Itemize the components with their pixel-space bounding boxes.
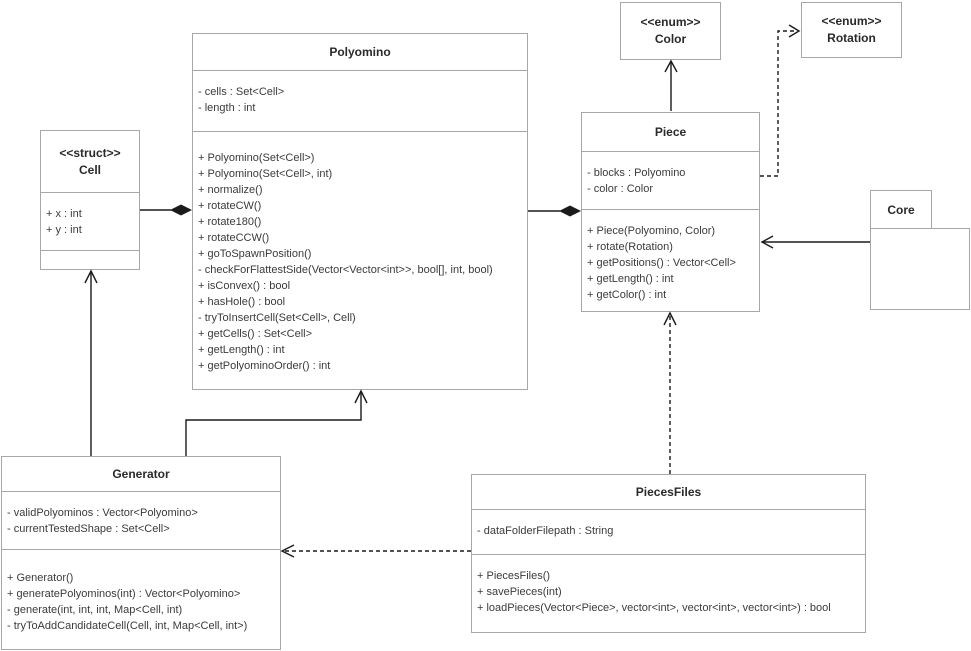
enum-color: <<enum>> Color bbox=[620, 2, 721, 60]
class-cell: <<struct>> Cell + x : int + y : int bbox=[40, 130, 140, 270]
class-title: <<enum>> Rotation bbox=[802, 3, 901, 57]
member-line: + Generator() bbox=[7, 572, 74, 584]
arrowhead-icon bbox=[664, 59, 678, 73]
methods-compartment: + Piece(Polyomino, Color) + rotate(Rotati… bbox=[582, 209, 759, 311]
member-line: + x : int bbox=[46, 208, 82, 220]
class-name: Polyomino bbox=[329, 44, 391, 59]
arrowhead-icon bbox=[280, 544, 295, 558]
member-line: + generatePolyominos(int) : Vector<Polyo… bbox=[7, 588, 241, 600]
member-line: - generate(int, int, int, Map<Cell, int) bbox=[7, 604, 183, 616]
composition-diamond-icon bbox=[559, 205, 581, 217]
class-stereotype: <<struct>> bbox=[59, 145, 121, 160]
attributes-compartment: + x : int + y : int bbox=[41, 192, 139, 250]
methods-compartment: + PiecesFiles() + savePieces(int) + loadPi… bbox=[472, 554, 865, 632]
arrowhead-icon bbox=[760, 235, 774, 249]
class-polyomino: Polyomino - cells : Set<Cell> - length : … bbox=[192, 33, 528, 390]
member-line: + Polyomino(Set<Cell>, int) bbox=[198, 168, 333, 180]
member-line: + rotate180() bbox=[198, 216, 262, 228]
package-name: Core bbox=[887, 202, 915, 217]
member-line: + getCells() : Set<Cell> bbox=[198, 328, 313, 340]
class-generator: Generator - validPolyominos : Vector<Pol… bbox=[1, 456, 281, 650]
member-line: + getPositions() : Vector<Cell> bbox=[587, 257, 736, 269]
member-line: - blocks : Polyomino bbox=[587, 167, 686, 179]
member-line: + savePieces(int) bbox=[477, 586, 562, 598]
class-stereotype: <<enum>> bbox=[640, 15, 701, 29]
connector-piece-to-rotation-dashed bbox=[760, 30, 797, 177]
member-line: - cells : Set<Cell> bbox=[198, 86, 285, 98]
class-name: Color bbox=[654, 32, 687, 46]
methods-compartment: + Generator() + generatePolyominos(int) :… bbox=[2, 549, 280, 649]
member-line: + Piece(Polyomino, Color) bbox=[587, 225, 716, 237]
class-name: Rotation bbox=[827, 31, 876, 45]
member-line: + getLength() : int bbox=[198, 344, 285, 356]
member-line: - dataFolderFilepath : String bbox=[477, 525, 614, 537]
class-name: Generator bbox=[112, 466, 170, 481]
class-title: Generator bbox=[2, 457, 280, 491]
member-line: + Polyomino(Set<Cell>) bbox=[198, 152, 315, 164]
class-title: PiecesFiles bbox=[472, 475, 865, 509]
class-name: PiecesFiles bbox=[635, 484, 702, 499]
composition-diamond-icon bbox=[170, 204, 192, 216]
member-line: + normalize() bbox=[198, 184, 263, 196]
member-line: + rotate(Rotation) bbox=[587, 241, 673, 253]
member-line: + y : int bbox=[46, 224, 82, 236]
attributes-compartment: - cells : Set<Cell> - length : int bbox=[193, 70, 527, 131]
member-line: - currentTestedShape : Set<Cell> bbox=[7, 523, 170, 535]
member-line: + getPolyominoOrder() : int bbox=[198, 360, 331, 372]
member-line: + hasHole() : bool bbox=[198, 296, 286, 308]
class-name: Cell bbox=[78, 162, 101, 177]
class-title: Polyomino bbox=[193, 34, 527, 70]
package-core-body bbox=[870, 228, 970, 310]
member-line: - length : int bbox=[198, 102, 256, 114]
member-line: - color : Color bbox=[587, 183, 654, 195]
member-line: - tryToInsertCell(Set<Cell>, Cell) bbox=[198, 312, 356, 324]
member-line: + goToSpawnPosition() bbox=[198, 248, 312, 260]
arrowhead-icon bbox=[788, 24, 801, 38]
class-piecesfiles: PiecesFiles - dataFolderFilepath : Strin… bbox=[471, 474, 866, 633]
member-line: - checkForFlattestSide(Vector<Vector<int… bbox=[198, 264, 493, 276]
class-piece: Piece - blocks : Polyomino - color : Colo… bbox=[581, 112, 760, 312]
member-line: + PiecesFiles() bbox=[477, 570, 551, 582]
class-title: <<struct>> Cell bbox=[41, 131, 139, 192]
attributes-compartment: - dataFolderFilepath : String bbox=[472, 509, 865, 554]
member-line: + loadPieces(Vector<Piece>, vector<int>,… bbox=[477, 602, 831, 614]
member-line: - tryToAddCandidateCell(Cell, int, Map<C… bbox=[7, 620, 248, 632]
attributes-compartment: - validPolyominos : Vector<Polyomino> - c… bbox=[2, 491, 280, 549]
member-line: - validPolyominos : Vector<Polyomino> bbox=[7, 507, 198, 519]
arrowhead-icon bbox=[354, 389, 368, 404]
package-core-tab: Core bbox=[870, 190, 932, 229]
arrowhead-icon bbox=[663, 311, 677, 326]
member-line: + rotateCCW() bbox=[198, 232, 270, 244]
member-line: + rotateCW() bbox=[198, 200, 262, 212]
attributes-compartment: - blocks : Polyomino - color : Color bbox=[582, 151, 759, 209]
connector-generator-to-polyomino bbox=[185, 392, 362, 456]
arrowhead-icon bbox=[84, 269, 98, 284]
class-stereotype: <<enum>> bbox=[821, 14, 882, 28]
methods-compartment bbox=[41, 250, 139, 269]
member-line: + getLength() : int bbox=[587, 273, 674, 285]
class-title: <<enum>> Color bbox=[621, 3, 720, 59]
class-title: Piece bbox=[582, 113, 759, 151]
member-line: + getColor() : int bbox=[587, 289, 667, 301]
class-name: Piece bbox=[654, 124, 687, 139]
enum-rotation: <<enum>> Rotation bbox=[801, 2, 902, 58]
member-line: + isConvex() : bool bbox=[198, 280, 291, 292]
methods-compartment: + Polyomino(Set<Cell>) + Polyomino(Set<Ce… bbox=[193, 131, 527, 389]
